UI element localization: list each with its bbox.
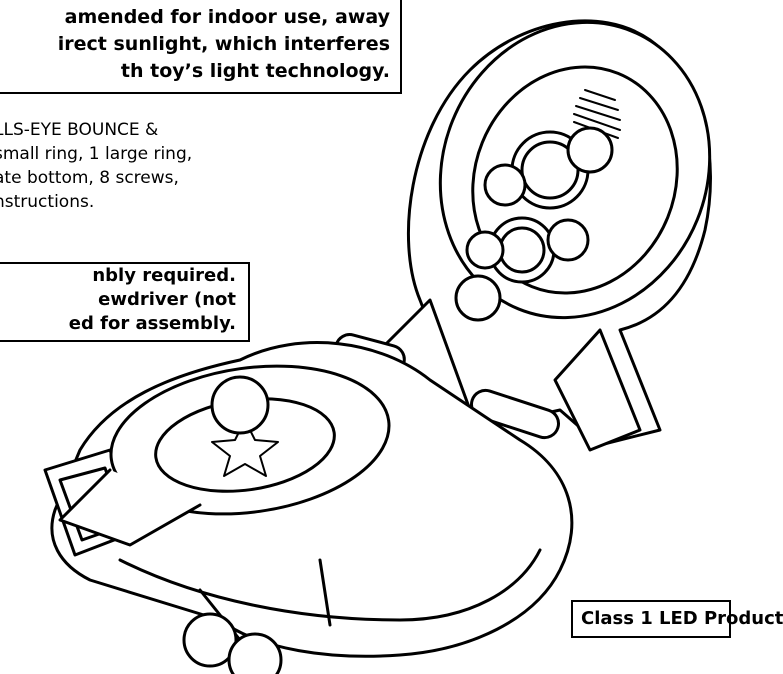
indoor-use-line-1: amended for indoor use, away — [64, 6, 390, 28]
assembly-line-2: ewdriver (not — [98, 289, 236, 310]
contents-list: LLS-EYE BOUNCE & small ring, 1 large rin… — [0, 118, 284, 214]
pad-ramp — [58, 468, 202, 547]
star-icon — [211, 419, 279, 477]
toy-illustration — [43, 19, 712, 674]
side-ring-4 — [465, 230, 505, 270]
contents-line-4: nstructions. — [0, 192, 95, 212]
big-ring-lower-inner — [498, 226, 546, 274]
right-hinge-arm — [553, 328, 642, 452]
side-ring-1 — [566, 126, 614, 174]
side-ring-5 — [454, 274, 502, 322]
ball-on-pad — [210, 375, 270, 435]
assembly-notice: nbly required. ewdriver (not ed for asse… — [0, 262, 250, 342]
led-class-label: Class 1 LED Product — [571, 600, 783, 638]
contents-line-1: LLS-EYE BOUNCE & — [0, 120, 159, 140]
side-ring-2 — [483, 163, 527, 207]
contents-line-2: small ring, 1 large ring, — [0, 144, 193, 164]
indoor-use-line-3: th toy’s light technology. — [120, 60, 390, 82]
ball-front — [182, 612, 238, 668]
assembly-line-1: nbly required. — [92, 265, 236, 286]
contents-line-3: ate bottom, 8 screws, — [0, 168, 179, 188]
indoor-use-warning: amended for indoor use, away irect sunli… — [0, 0, 402, 94]
right-hinge-pin — [470, 388, 560, 440]
assembly-line-3: ed for assembly. — [68, 313, 236, 334]
led-class-text: Class 1 LED Product — [581, 608, 783, 629]
base-lip — [118, 548, 542, 622]
indoor-use-line-2: irect sunlight, which interferes — [57, 33, 390, 55]
side-ring-3 — [546, 218, 590, 262]
base-groove-2 — [318, 558, 332, 627]
ball-front-2 — [227, 632, 283, 674]
